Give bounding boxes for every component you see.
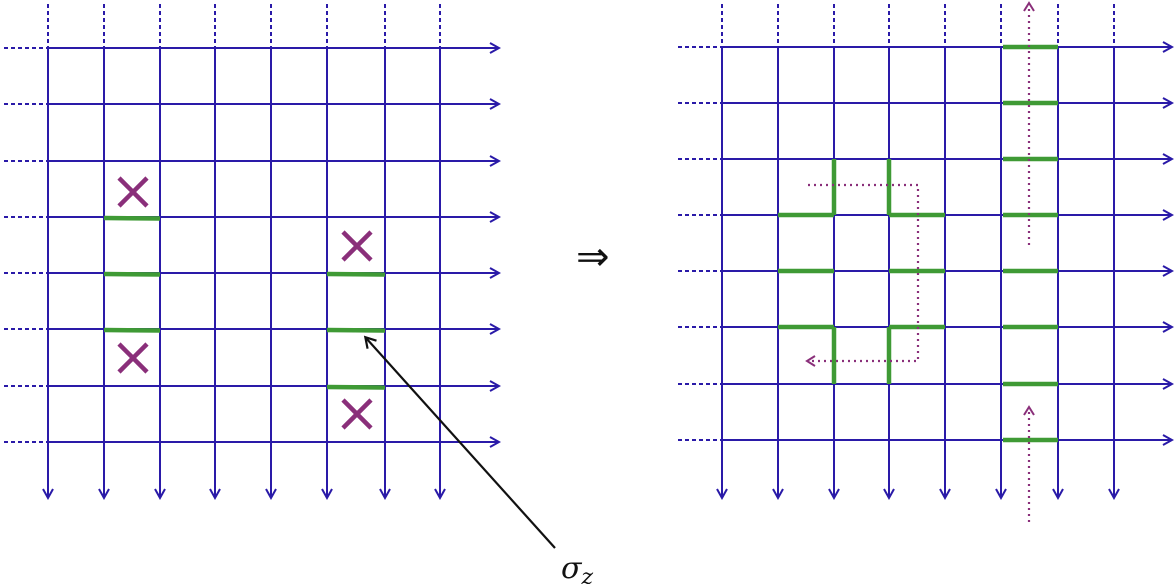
right-dotted-paths (805, 1, 1035, 522)
highlighted-edge (103, 327, 161, 333)
highlighted-edge (326, 327, 386, 333)
dotted-loop-path (805, 183, 920, 367)
sigma-z-subscript: z (580, 565, 593, 584)
cross-stroke (117, 176, 149, 208)
cross-stroke (341, 230, 373, 262)
sigma-z-base: σ (561, 551, 583, 584)
sigma-z-label: σz (561, 551, 593, 584)
highlighted-edge (103, 271, 161, 277)
sigma-z-pointer-arrow (363, 335, 556, 549)
left-error-marks (117, 176, 373, 430)
cross-stroke (341, 398, 373, 430)
left-lattice (4, 4, 498, 497)
highlighted-edge (326, 384, 386, 390)
cross-icon (117, 176, 149, 208)
right-lattice (678, 4, 1171, 497)
cross-icon (117, 342, 149, 374)
highlighted-edge (103, 215, 161, 221)
implies-symbol: ⇒ (576, 234, 610, 280)
cross-stroke (117, 342, 149, 374)
highlighted-edge (326, 271, 386, 277)
left-highlighted-edges (103, 215, 386, 390)
cross-icon (341, 230, 373, 262)
cross-icon (341, 398, 373, 430)
